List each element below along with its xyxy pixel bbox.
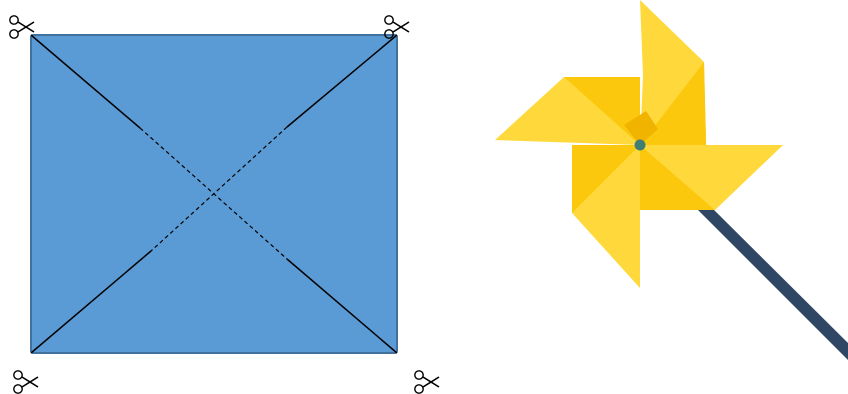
pinwheel-stick (694, 204, 848, 360)
pinwheel-blade-bottom-shadow (572, 145, 640, 213)
cut-line-bottom-right (286, 258, 398, 354)
scissors-icon (13, 370, 39, 394)
cut-line-top-left (30, 34, 141, 129)
pinwheel-blade-right-shadow (640, 145, 715, 210)
scissors-icon (414, 370, 440, 394)
scissors-icon (384, 15, 410, 39)
scissors-icon (9, 15, 35, 39)
pinwheel-blade-left-shadow (564, 77, 640, 145)
cut-line-bottom-left (30, 250, 152, 354)
pinwheel (495, 0, 783, 288)
pinwheel-center-pin (634, 139, 646, 151)
cut-line-top-right (286, 34, 398, 128)
fold-line-diagonal-secondary (150, 126, 288, 252)
pinwheel-center-fold (624, 111, 658, 145)
